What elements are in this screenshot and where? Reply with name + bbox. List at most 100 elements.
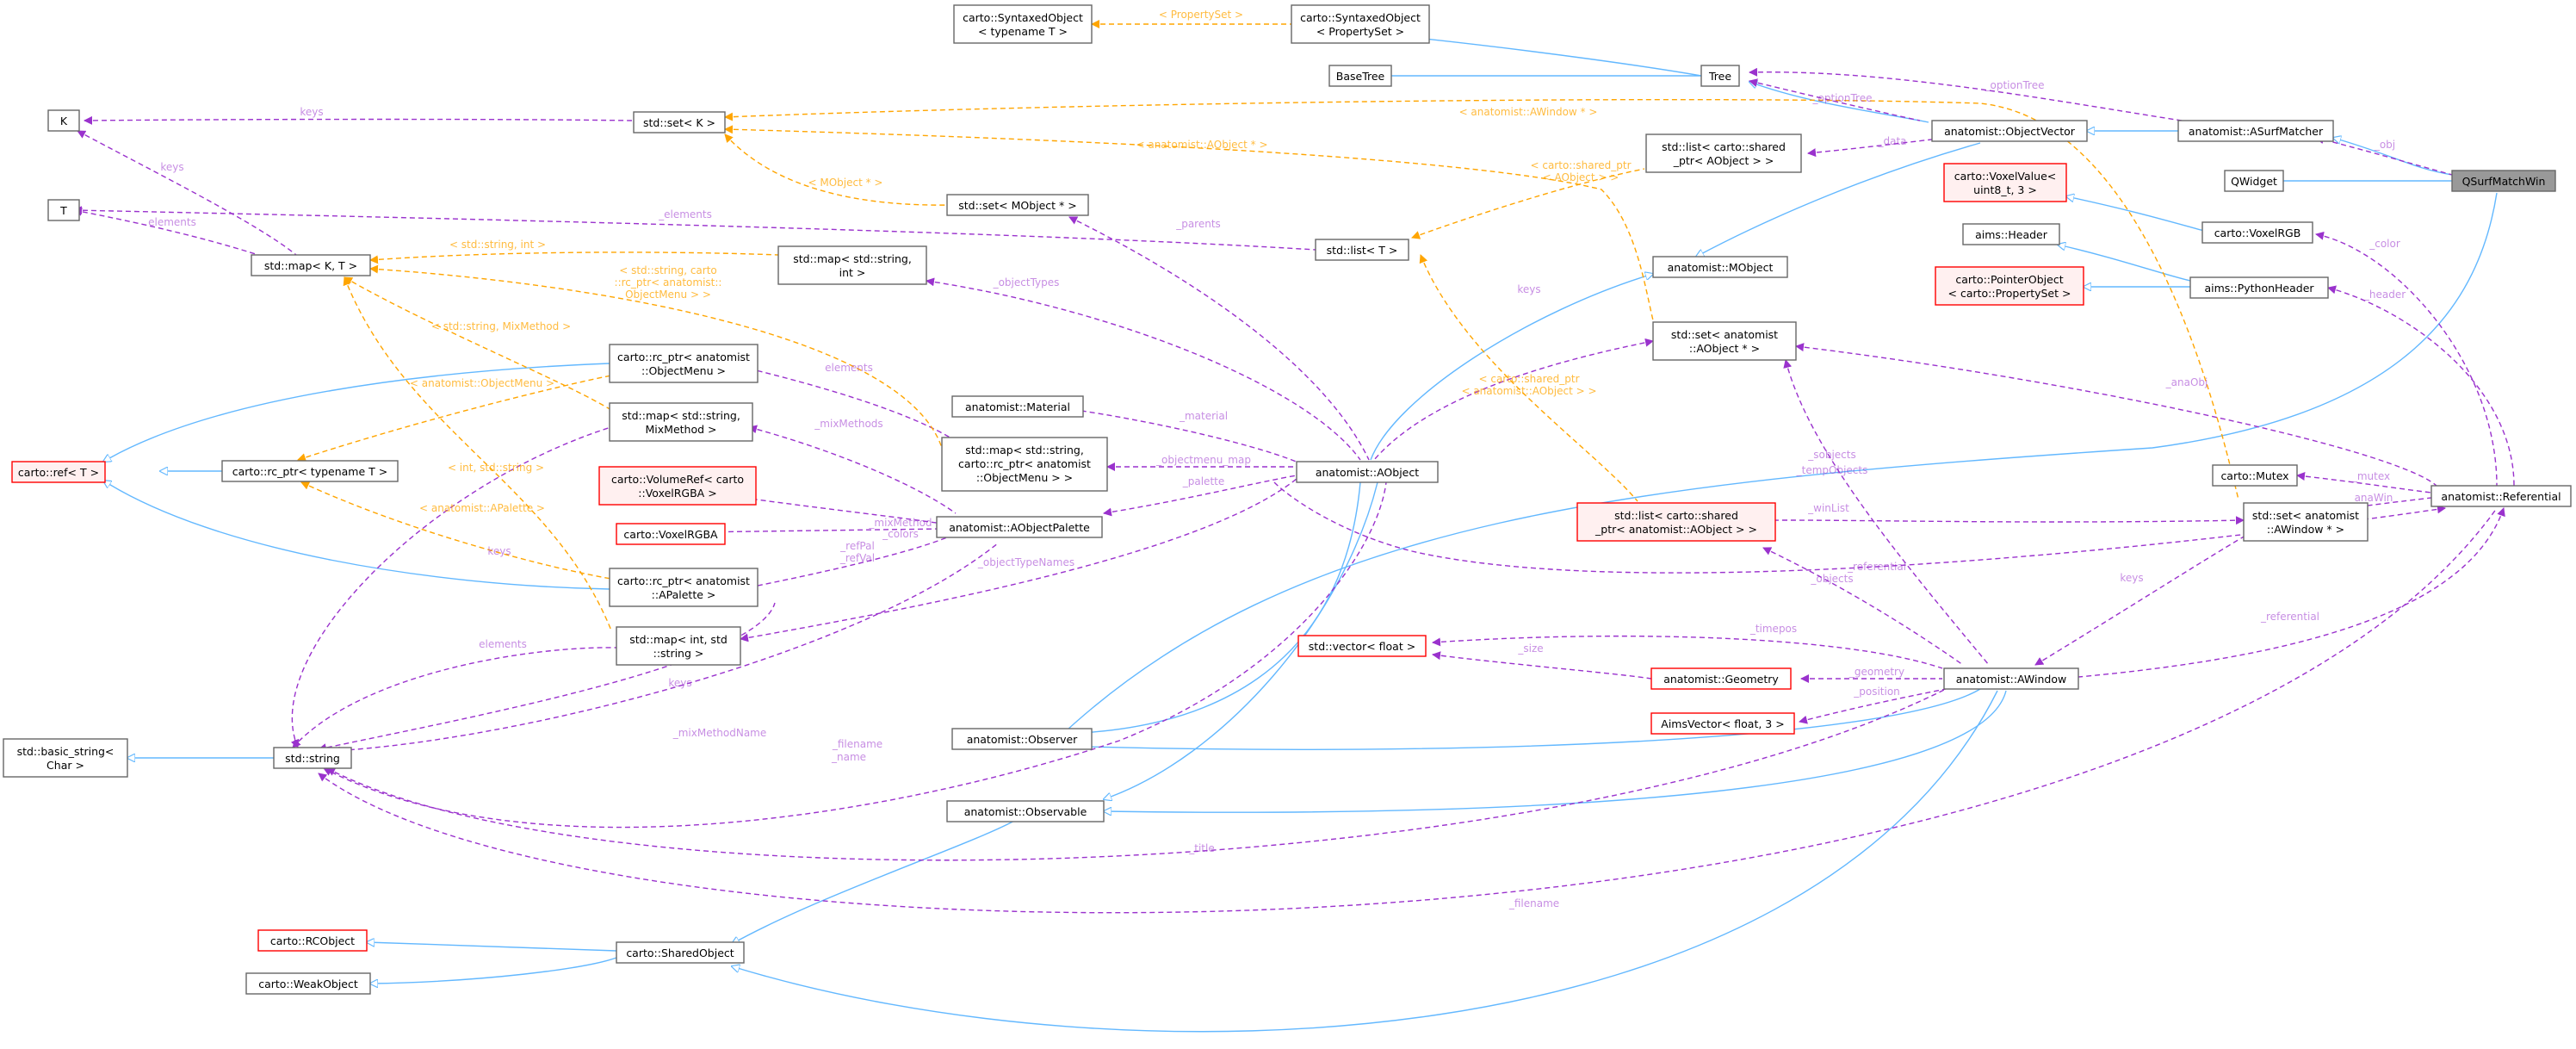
edge-sharedobject-awindow	[732, 690, 1998, 1033]
node-asurfmatcher[interactable]: anatomist::ASurfMatcher	[2177, 120, 2334, 142]
node-label: ::AWindow * >	[2267, 523, 2344, 536]
edge-label: _color	[2369, 238, 2400, 250]
node-aimsvector[interactable]: AimsVector< float, 3 >	[1650, 712, 1795, 735]
node-weakobject[interactable]: carto::WeakObject	[245, 972, 371, 995]
edge-label: _anaObj	[2165, 376, 2208, 388]
node-voxelvalue[interactable]: carto::VoxelValue< uint8_t, 3 >	[1943, 163, 2067, 202]
edge-label: _name	[831, 751, 866, 763]
edge-label: _optionTree	[1985, 79, 2045, 91]
node-rcobject[interactable]: carto::RCObject	[257, 929, 368, 952]
node-tree[interactable]: Tree	[1700, 65, 1740, 87]
node-list-shared-aobject[interactable]: std::list< carto::shared _ptr< AObject >…	[1645, 133, 1802, 173]
edge-label: _tempObjects	[1796, 464, 1868, 476]
node-map-string-int[interactable]: std::map< std::string, int >	[777, 245, 927, 285]
edge-label: _refVal	[839, 552, 875, 564]
node-objectvector[interactable]: anatomist::ObjectVector	[1931, 120, 2088, 142]
node-map-string-mixmethod[interactable]: std::map< std::string, MixMethod >	[609, 402, 753, 442]
node-std-set-k[interactable]: std::set< K >	[633, 111, 726, 133]
node-observer[interactable]: anatomist::Observer	[951, 728, 1093, 750]
edge-stdlistt-elements	[73, 206, 1316, 251]
node-label: carto::SharedObject	[626, 947, 734, 959]
node-label: carto::ref< T >	[18, 466, 99, 479]
edge-label: _timepos	[1749, 623, 1797, 635]
node-basic-string[interactable]: std::basic_string< Char >	[3, 738, 128, 778]
node-aobject[interactable]: anatomist::AObject	[1296, 461, 1439, 483]
node-syntaxedobject-t[interactable]: carto::SyntaxedObject < typename T >	[953, 4, 1093, 44]
node-label: carto::rc_ptr< anatomist	[958, 457, 1091, 470]
edge-label: _palette	[1182, 475, 1224, 487]
node-syntaxedobject-propertyset[interactable]: carto::SyntaxedObject < PropertySet >	[1291, 4, 1430, 44]
node-label: std::map< std::string,	[622, 409, 740, 422]
edge-label: < AObject > >	[1543, 171, 1619, 183]
node-material[interactable]: anatomist::Material	[951, 395, 1084, 418]
node-carto-mutex[interactable]: carto::Mutex	[2212, 464, 2298, 487]
edge-aobject-winlist-referential	[1273, 481, 2446, 574]
edge-aobjectpalette-refpal	[748, 537, 948, 591]
node-pointerobject[interactable]: carto::PointerObject < carto::PropertySe…	[1935, 266, 2084, 306]
node-qwidget[interactable]: QWidget	[2224, 170, 2284, 192]
node-label: std::map< int, std	[629, 633, 728, 646]
node-awindow[interactable]: anatomist::AWindow	[1943, 667, 2079, 690]
node-label: anatomist::ObjectVector	[1944, 125, 2076, 138]
node-pythonheader[interactable]: aims::PythonHeader	[2189, 276, 2329, 299]
node-aobjectpalette[interactable]: anatomist::AObjectPalette	[936, 516, 1103, 538]
edge-cartoref-rcptr-objectmenu	[103, 363, 610, 462]
edge-geometry-size	[1432, 651, 1652, 680]
node-referential[interactable]: anatomist::Referential	[2430, 485, 2572, 507]
edge-label: < std::string, int >	[449, 239, 546, 251]
edge-aobject-material	[1063, 405, 1301, 464]
edge-label: < std::string, carto	[619, 264, 717, 276]
node-map-string-rcptr-objectmenu[interactable]: std::map< std::string, carto::rc_ptr< an…	[941, 437, 1108, 492]
edge-mapkt-stringmixmethod	[344, 276, 612, 411]
node-basetree[interactable]: BaseTree	[1328, 65, 1392, 87]
node-mobject[interactable]: anatomist::MObject	[1652, 256, 1788, 278]
node-set-anatomist-aobject[interactable]: std::set< anatomist ::AObject * >	[1652, 321, 1797, 361]
node-rcptr-apalette[interactable]: carto::rc_ptr< anatomist ::APalette >	[609, 568, 759, 607]
edge-label: _anaWin	[2349, 492, 2393, 504]
node-volumeref[interactable]: carto::VolumeRef< carto ::VoxelRGBA >	[598, 466, 757, 506]
node-list-shared-anatomist-aobject[interactable]: std::list< carto::shared _ptr< anatomist…	[1576, 502, 1776, 542]
node-set-mobject[interactable]: std::set< MObject * >	[946, 194, 1089, 216]
node-observable[interactable]: anatomist::Observable	[946, 800, 1105, 822]
node-t[interactable]: T	[47, 199, 80, 221]
edge-label: < anatomist::AObject * >	[1136, 139, 1267, 151]
node-rcptr-objectmenu[interactable]: carto::rc_ptr< anatomist ::ObjectMenu >	[609, 344, 759, 383]
node-carto-ref[interactable]: carto::ref< T >	[11, 461, 106, 483]
node-rcptr-t[interactable]: carto::rc_ptr< typename T >	[221, 460, 399, 482]
node-qsurfmatchwin[interactable]: QSurfMatchWin	[2451, 170, 2556, 192]
edge-mapstringrcptr-elements	[748, 366, 957, 442]
edge-label: < PropertySet >	[1159, 9, 1243, 21]
node-label: T	[59, 204, 67, 217]
node-set-awindow[interactable]: std::set< anatomist ::AWindow * >	[2243, 502, 2369, 542]
node-label: aims::PythonHeader	[2204, 282, 2314, 295]
edge-label: keys	[487, 545, 511, 557]
edge-label: _parents	[1175, 218, 1221, 230]
node-vector-float[interactable]: std::vector< float >	[1297, 635, 1427, 657]
node-aims-header[interactable]: aims::Header	[1962, 223, 2060, 245]
edge-observable-aobject	[1104, 481, 1378, 799]
node-std-string[interactable]: std::string	[273, 747, 352, 769]
node-map-k-t[interactable]: std::map< K, T >	[251, 254, 371, 276]
node-label: ::string >	[653, 647, 704, 660]
edge-label: < anatomist::ObjectMenu >	[410, 377, 554, 389]
node-std-list-t[interactable]: std::list< T >	[1315, 239, 1409, 261]
node-label: carto::VolumeRef< carto	[611, 473, 744, 486]
node-label: std::vector< float >	[1309, 640, 1415, 653]
edge-label: _mixMethod	[868, 517, 932, 529]
edge-awindow-winlist	[1719, 516, 2245, 525]
node-voxelrgb[interactable]: carto::VoxelRGB	[2201, 221, 2313, 244]
node-sharedobject[interactable]: carto::SharedObject	[616, 941, 745, 964]
node-label: ::VoxelRGBA >	[638, 487, 716, 500]
node-label: QSurfMatchWin	[2462, 175, 2546, 188]
node-label: < typename T >	[978, 25, 1068, 38]
edge-referential-anaobj	[1795, 343, 2437, 487]
node-map-int-string[interactable]: std::map< int, std ::string >	[616, 626, 741, 666]
node-geometry[interactable]: anatomist::Geometry	[1650, 667, 1792, 690]
edge-objectvector-optiontree	[1749, 78, 1921, 121]
edge-rcptrt-apalette	[300, 481, 612, 580]
node-label: anatomist::Geometry	[1663, 673, 1779, 686]
node-voxelrgba[interactable]: carto::VoxelRGBA	[616, 523, 726, 545]
edge-mapkt-elements	[73, 207, 259, 256]
node-k[interactable]: K	[47, 109, 80, 132]
node-label: anatomist::Observable	[964, 805, 1087, 818]
